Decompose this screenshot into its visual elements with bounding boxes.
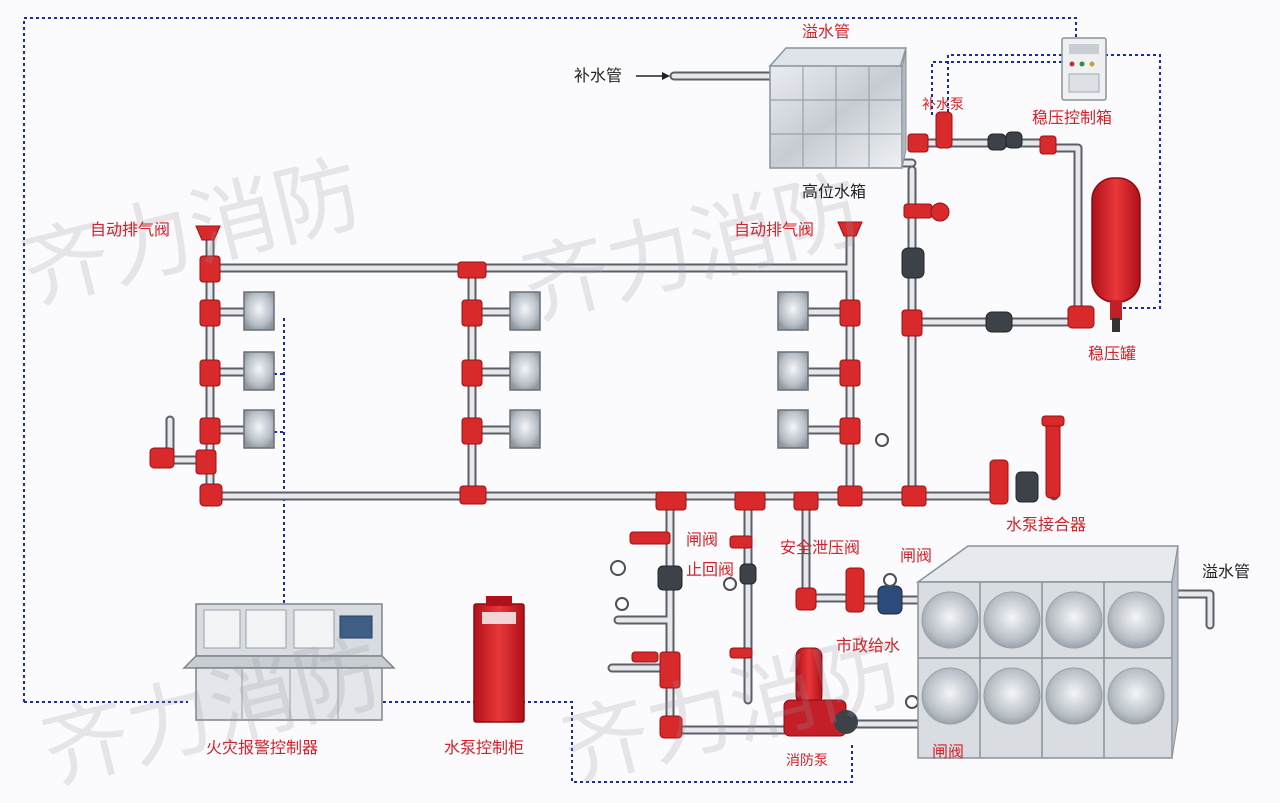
label-safety-valve: 安全泄压阀 <box>780 538 861 557</box>
indicator-panel <box>777 409 809 449</box>
ground-water-tank <box>915 545 1179 759</box>
valve-wheel <box>930 202 950 222</box>
label-gate-valve-3: 闸阀 <box>932 742 965 761</box>
label-air-valve-left: 自动排气阀 <box>90 220 171 239</box>
fitting <box>1039 135 1057 155</box>
fitting <box>199 359 221 387</box>
indicator-panels <box>243 291 809 449</box>
label-gate-valve-1: 闸阀 <box>686 530 719 549</box>
fitting <box>659 651 681 689</box>
check-valve-right <box>985 311 1013 333</box>
label-gate-valve-2: 闸阀 <box>900 546 933 565</box>
indicator-panel <box>243 351 275 391</box>
signal-line-makeup-pump <box>947 54 1062 118</box>
label-overflow-right: 溢水管 <box>1202 562 1251 581</box>
indicator-panel <box>509 291 541 331</box>
air-valve-left <box>195 225 221 241</box>
check-valve-left-2 <box>739 563 757 585</box>
high-level-water-tank <box>768 47 908 169</box>
adapter-check <box>1015 471 1039 503</box>
pressure-gauge-icon <box>615 597 629 611</box>
pump-adapter-valve <box>989 459 1009 505</box>
fitting <box>839 417 861 445</box>
label-municipal: 市政给水 <box>836 636 901 655</box>
fitting <box>461 417 483 445</box>
pipe-fittings <box>149 111 1095 739</box>
check-valve-top-2 <box>1005 131 1023 149</box>
indicator-panel <box>243 409 275 449</box>
signal-line-stabilizer-box <box>1105 54 1161 309</box>
check-valve-left <box>657 565 683 591</box>
label-overflow-top: 溢水管 <box>802 22 851 41</box>
pump-adapter-cap <box>1041 415 1065 427</box>
indicator-panel <box>509 351 541 391</box>
air-valve-right <box>837 221 863 237</box>
makeup-pipe-arrow <box>636 72 670 80</box>
fitting <box>199 255 221 283</box>
fitting <box>901 309 923 337</box>
pump-control-cabinet <box>473 596 525 723</box>
pressure-gauge-icon <box>883 573 897 587</box>
pressure-relief-body <box>877 585 903 615</box>
fitting <box>1067 305 1095 329</box>
label-high-tank: 高位水箱 <box>802 182 867 201</box>
pressure-gauges <box>610 433 919 709</box>
signal-line-makeup-pump-2 <box>931 61 1062 118</box>
label-air-valve-right: 自动排气阀 <box>734 220 815 239</box>
label-makeup-pipe: 补水管 <box>574 66 623 85</box>
fitting <box>839 299 861 327</box>
branch-valve-2 <box>729 647 753 659</box>
fitting <box>459 485 487 505</box>
pump-adapter-riser <box>1045 419 1061 499</box>
indicator-panel <box>777 351 809 391</box>
dark-valves <box>657 131 1039 615</box>
fitting <box>199 299 221 327</box>
check-valve-riser <box>901 247 925 279</box>
signal-line-top-loop <box>23 17 1077 702</box>
fitting <box>659 715 683 739</box>
fitting <box>795 587 817 611</box>
valve-gate-mid2 <box>729 535 753 549</box>
fitting <box>655 491 687 511</box>
fitting <box>907 133 929 153</box>
fitting <box>793 491 819 511</box>
label-makeup-pump: 补水泵 <box>922 97 964 113</box>
fitting <box>199 483 223 507</box>
fitting <box>461 299 483 327</box>
valve-gate-top <box>903 203 933 219</box>
branch-valve <box>631 651 659 663</box>
fitting <box>734 491 766 511</box>
pressure-gauge-icon <box>723 577 737 591</box>
pressure-stabilizer-tank <box>1091 177 1141 332</box>
label-stabilizer-box: 稳压控制箱 <box>1032 108 1113 127</box>
fitting <box>195 449 217 475</box>
fitting <box>901 485 927 507</box>
fitting <box>839 359 861 387</box>
fitting <box>199 417 221 445</box>
fitting <box>149 447 175 469</box>
makeup-pump-body <box>935 111 953 149</box>
indicator-panel <box>509 409 541 449</box>
fitting <box>461 359 483 387</box>
check-valve-top <box>987 133 1007 151</box>
pressure-gauge-icon <box>610 560 626 576</box>
fire-alarm-controller <box>182 603 396 721</box>
label-pump-adapter: 水泵接合器 <box>1006 515 1087 534</box>
fire-pump <box>783 647 858 737</box>
label-check-valve: 止回阀 <box>686 560 735 579</box>
label-fire-alarm: 火灾报警控制器 <box>206 738 319 757</box>
label-fire-pump: 消防泵 <box>786 753 828 769</box>
indicator-panel <box>777 291 809 331</box>
pressure-gauge-icon <box>905 695 919 709</box>
indicator-panel <box>243 291 275 331</box>
pressure-gauge-icon <box>875 433 889 447</box>
fitting <box>457 261 487 279</box>
stabilizer-control-box <box>1061 37 1107 101</box>
safety-valve <box>845 567 865 613</box>
label-pump-cabinet: 水泵控制柜 <box>444 738 525 757</box>
fitting <box>837 485 863 507</box>
valve-gate-mid <box>629 531 671 545</box>
label-stabilizer-tank: 稳压罐 <box>1088 344 1137 363</box>
